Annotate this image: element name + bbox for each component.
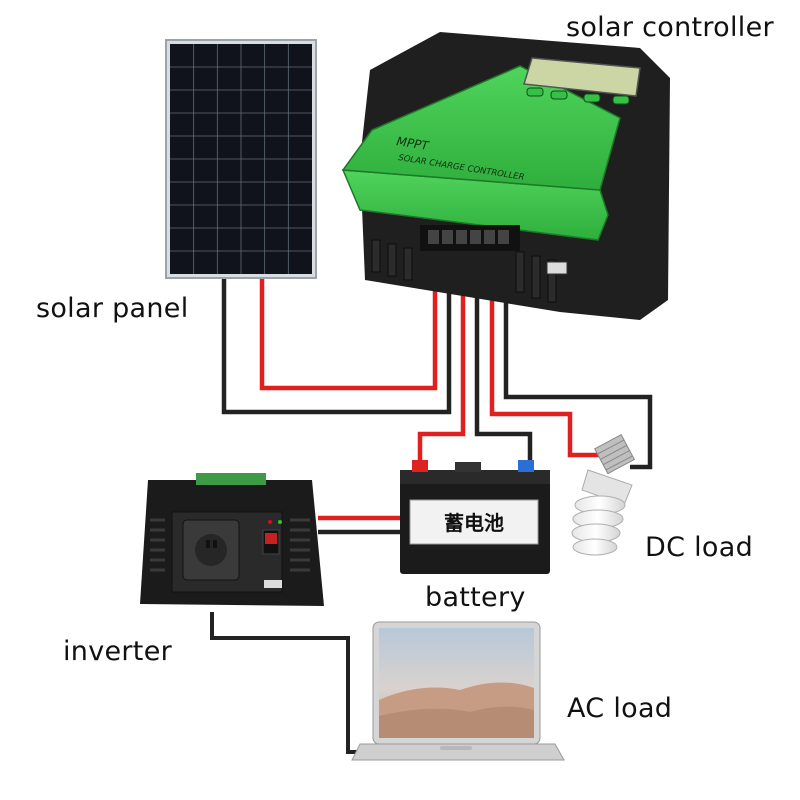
label-dc-load: DC load bbox=[645, 532, 754, 563]
controller-brand-text: MPPT bbox=[396, 134, 432, 153]
label-battery: battery bbox=[425, 582, 526, 613]
battery: 蓄电池 bbox=[400, 460, 550, 574]
label-solar-panel: solar panel bbox=[36, 293, 189, 324]
wire-load-positive bbox=[489, 248, 600, 458]
solar-panel bbox=[165, 39, 317, 279]
wire-battery-positive bbox=[417, 248, 466, 470]
battery-label-text: 蓄电池 bbox=[444, 511, 504, 535]
solar-controller: MPPT SOLAR CHARGE CONTROLLER bbox=[341, 32, 670, 320]
wire-panel-negative bbox=[221, 248, 452, 415]
label-solar-controller: solar controller bbox=[566, 12, 774, 43]
wire-ac-out bbox=[210, 612, 375, 754]
dc-load-bulb bbox=[571, 434, 636, 556]
solar-panel-cells bbox=[170, 44, 312, 274]
ac-load-laptop bbox=[351, 621, 565, 761]
label-ac-load: AC load bbox=[567, 693, 673, 724]
wire-battery-negative bbox=[474, 248, 533, 470]
label-inverter: inverter bbox=[63, 636, 173, 667]
inverter bbox=[140, 473, 324, 606]
wire-load-negative bbox=[503, 248, 653, 470]
wire-panel-positive bbox=[259, 248, 438, 391]
